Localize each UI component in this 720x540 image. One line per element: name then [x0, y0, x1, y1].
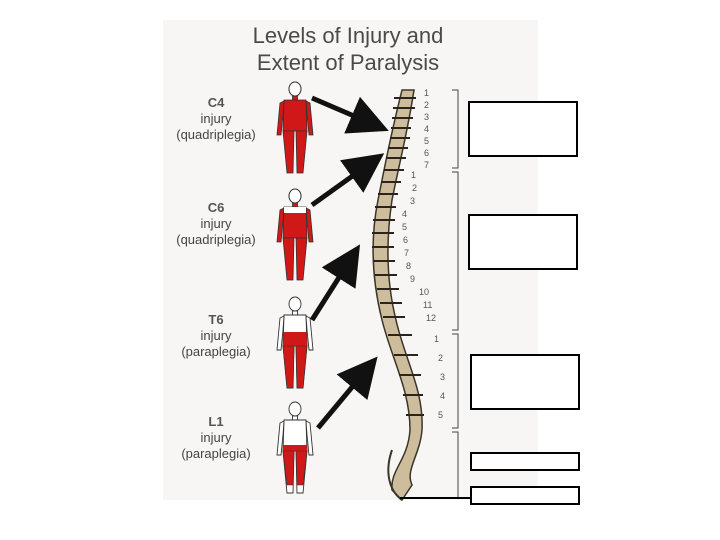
injury-kind: (quadriplegia): [176, 127, 256, 142]
arrow-c6: [310, 153, 385, 208]
injury-label-c4: C4 injury (quadriplegia): [160, 95, 272, 143]
injury-word: injury: [200, 216, 232, 231]
arrow-c4: [311, 95, 389, 134]
vertebra-number-thoracic: 5: [402, 222, 407, 232]
vertebra-number-thoracic: 11: [423, 300, 432, 310]
vertebra-number-thoracic: 3: [410, 196, 415, 206]
answer-box-cervical[interactable]: [468, 101, 578, 157]
vertebra-number-cervical: 6: [424, 148, 429, 158]
vertebra-number-cervical: 1: [424, 88, 429, 98]
vertebra-number-thoracic: 2: [412, 183, 417, 193]
injury-label-c6: C6 injury (quadriplegia): [160, 200, 272, 248]
vertebra-number-lumbar: 1: [434, 334, 439, 344]
answer-box-coccyx[interactable]: [470, 486, 580, 505]
injury-label-t6: T6 injury (paraplegia): [160, 312, 272, 360]
vertebra-number-cervical: 4: [424, 124, 429, 134]
body-figure-c6: [276, 188, 314, 281]
arrow-t6: [309, 244, 361, 322]
segment-brackets: [452, 89, 459, 499]
injury-word: injury: [200, 430, 232, 445]
injury-level: L1: [208, 414, 224, 429]
vertebra-number-lumbar: 5: [438, 410, 443, 420]
body-figure-c4: [276, 81, 314, 174]
injury-kind: (paraplegia): [181, 344, 251, 359]
diagram-title: Levels of Injury and Extent of Paralysis: [218, 22, 478, 76]
vertebra-number-thoracic: 1: [411, 170, 416, 180]
vertebra-number-thoracic: 4: [402, 209, 407, 219]
answer-box-lumbar[interactable]: [470, 354, 580, 410]
injury-label-l1: L1 injury (paraplegia): [160, 414, 272, 462]
title-line-2: Extent of Paralysis: [256, 50, 440, 75]
injury-word: injury: [200, 111, 232, 126]
vertebra-number-thoracic: 12: [426, 313, 436, 323]
vertebra-number-cervical: 3: [424, 112, 429, 122]
vertebra-number-cervical: 5: [424, 136, 429, 146]
vertebra-number-cervical: 7: [424, 160, 429, 170]
vertebra-number-lumbar: 3: [440, 372, 445, 382]
injury-word: injury: [200, 328, 232, 343]
answer-box-sacrum[interactable]: [470, 452, 580, 471]
injury-level: T6: [208, 312, 224, 327]
body-figure-t6: [276, 296, 314, 389]
vertebra-number-thoracic: 6: [403, 235, 408, 245]
body-figure-l1: [276, 401, 314, 494]
vertebra-number-thoracic: 7: [404, 248, 409, 258]
injury-kind: (paraplegia): [181, 446, 251, 461]
injury-kind: (quadriplegia): [176, 232, 256, 247]
answer-box-thoracic[interactable]: [468, 214, 578, 270]
vertebra-number-thoracic: 9: [410, 274, 415, 284]
vertebra-number-thoracic: 8: [406, 261, 411, 271]
arrow-l1: [316, 356, 378, 430]
vertebra-number-lumbar: 4: [440, 391, 445, 401]
title-line-1: Levels of Injury and: [252, 23, 444, 48]
injury-level: C6: [207, 200, 225, 215]
spine: [372, 89, 424, 502]
vertebra-number-thoracic: 10: [419, 287, 429, 297]
vertebra-number-cervical: 2: [424, 100, 429, 110]
vertebra-number-lumbar: 2: [438, 353, 443, 363]
injury-level: C4: [207, 95, 225, 110]
